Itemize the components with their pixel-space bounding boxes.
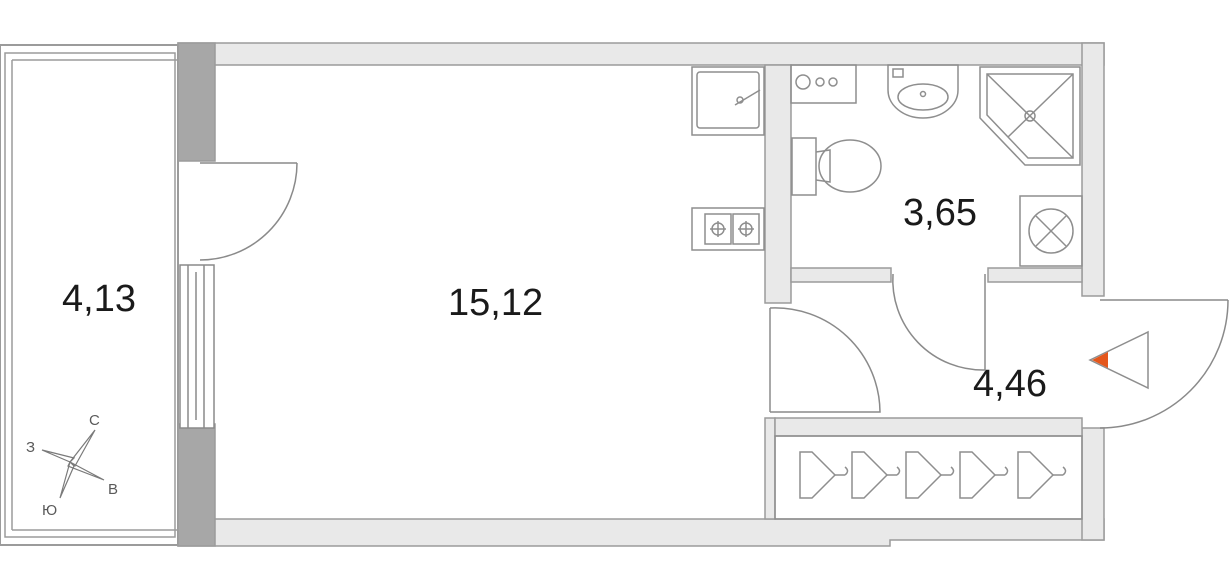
wall-left-upper xyxy=(177,42,216,162)
wall-bathroom-bottom xyxy=(790,267,892,283)
toilet-icon xyxy=(791,137,882,196)
bathroom-area-label: 3,65 xyxy=(903,192,977,234)
wall-right-upper xyxy=(1081,42,1105,297)
compass-west-label: З xyxy=(26,439,35,456)
compass-east-label: В xyxy=(108,481,118,498)
sink-icon xyxy=(691,66,765,136)
window-frame xyxy=(179,264,215,429)
balcony-door-swing xyxy=(199,162,298,261)
wall-bathroom-bottom-right xyxy=(987,267,1083,283)
walls xyxy=(177,42,1105,547)
wall-top xyxy=(177,42,1105,66)
compass-icon xyxy=(41,429,105,499)
balcony-railing xyxy=(4,52,176,538)
wall-bottom xyxy=(177,518,1105,547)
cooktop-small-icon xyxy=(790,64,857,104)
compass-south-label: Ю xyxy=(42,502,57,519)
main-room-area-label: 15,12 xyxy=(448,282,543,324)
room-door-swing xyxy=(769,307,881,413)
hanger-icon xyxy=(1017,451,1067,499)
washbasin-icon xyxy=(887,64,959,119)
hanger-icon xyxy=(959,451,1009,499)
wall-wardrobe-top xyxy=(774,417,1083,437)
compass-north-label: С xyxy=(89,412,100,429)
hall-area-label: 4,46 xyxy=(973,363,1047,405)
wall-right-lower xyxy=(1081,427,1105,541)
wardrobe xyxy=(774,435,1083,520)
entrance-door-swing xyxy=(1099,299,1229,429)
wall-partition-vertical xyxy=(764,64,792,304)
shower-icon xyxy=(979,66,1081,166)
balcony-frame xyxy=(0,44,179,546)
bathroom-door-swing xyxy=(892,273,986,371)
entrance-icon xyxy=(1088,330,1149,390)
doors xyxy=(199,162,1229,429)
balcony-window xyxy=(179,264,215,429)
hanger-icon xyxy=(799,451,849,499)
hanger-icon xyxy=(851,451,901,499)
balcony xyxy=(0,44,179,546)
hob-icon xyxy=(691,207,765,251)
hanger-icon xyxy=(905,451,955,499)
wall-left-lower xyxy=(177,423,216,547)
balcony-area-label: 4,13 xyxy=(62,278,136,320)
wall-wardrobe-left xyxy=(764,417,776,520)
washing-machine-icon xyxy=(1019,195,1083,267)
wardrobe-box xyxy=(774,435,1083,520)
